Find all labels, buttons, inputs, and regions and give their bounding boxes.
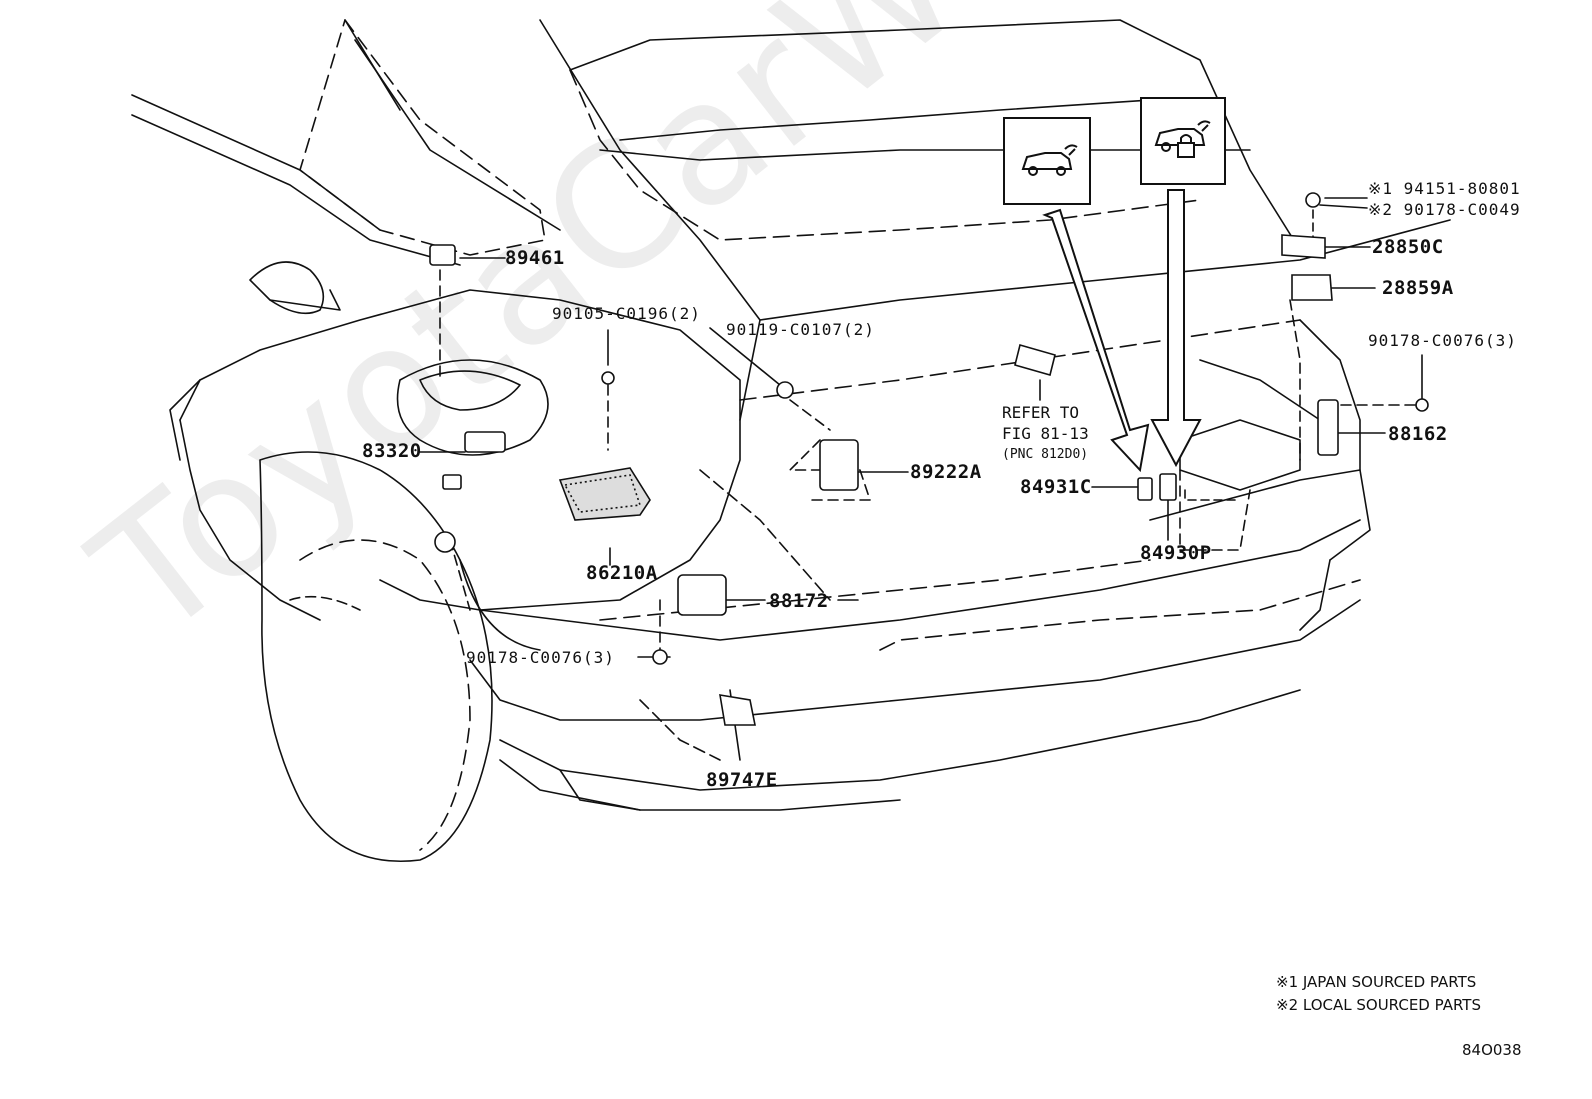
refer-to-figure: REFER TO FIG 81-13 (PNC 812D0) xyxy=(1002,402,1089,465)
label-90105-C0196: 90105-C0196(2) xyxy=(552,304,701,323)
label-90178-C0049: ※2 90178-C0049 xyxy=(1368,200,1521,219)
label-86210A: 86210A xyxy=(586,562,658,584)
car-lock-glyph xyxy=(1154,120,1211,158)
label-88172: 88172 xyxy=(769,590,829,612)
label-94151-80801: ※1 94151-80801 xyxy=(1368,179,1521,198)
refer-line-3: (PNC 812D0) xyxy=(1002,447,1089,462)
label-84931C: 84931C xyxy=(1020,476,1092,498)
vehicle-lock-icon xyxy=(1140,97,1226,185)
refer-line-1: REFER TO xyxy=(1002,403,1080,422)
label-88162: 88162 xyxy=(1388,423,1448,445)
note-japan-sourced: ※1 JAPAN SOURCED PARTS xyxy=(1276,973,1477,991)
label-89222A: 89222A xyxy=(910,461,982,483)
label-84930P: 84930P xyxy=(1140,542,1212,564)
vehicle-back-door-icon xyxy=(1003,117,1091,205)
label-28859A: 28859A xyxy=(1382,277,1454,299)
refer-line-2: FIG 81-13 xyxy=(1002,424,1089,443)
note-local-sourced: ※2 LOCAL SOURCED PARTS xyxy=(1276,996,1481,1014)
figure-code: 84O038 xyxy=(1462,1041,1522,1059)
label-89747E: 89747E xyxy=(706,769,778,791)
label-89461: 89461 xyxy=(505,247,565,269)
label-28850C: 28850C xyxy=(1372,236,1444,258)
car-glyph xyxy=(1021,144,1078,176)
label-83320: 83320 xyxy=(362,440,422,462)
label-90178-C0076-rear: 90178-C0076(3) xyxy=(1368,331,1517,350)
label-90119-C0107: 90119-C0107(2) xyxy=(726,320,875,339)
label-90178-C0076-front: 90178-C0076(3) xyxy=(466,648,615,667)
